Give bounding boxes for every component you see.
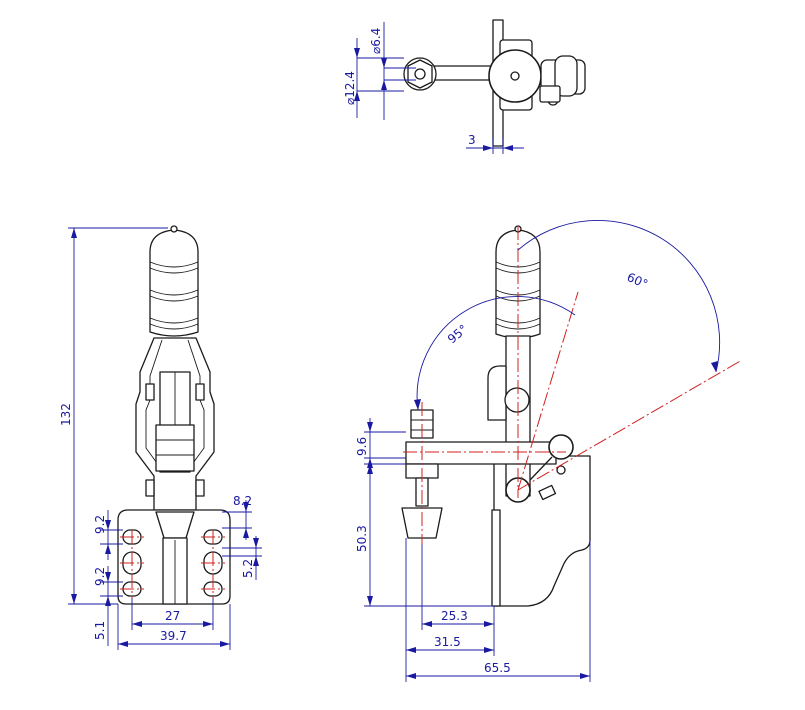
dim-base-thickness: 5.1 <box>93 621 107 640</box>
front-view-centerlines <box>120 530 225 598</box>
dim-dia-6-4: ⌀6.4 <box>369 28 383 54</box>
side-view: 95° 60° 9.6 50.3 25.3 <box>355 220 743 682</box>
dim-base-width: 39.7 <box>160 629 187 643</box>
side-view-clamp-outline <box>401 225 591 607</box>
front-view-clamp-outline <box>117 225 231 605</box>
dim-angle-open: 95° <box>445 322 470 346</box>
front-view-dimensions: 132 9.2 9.2 5.1 8.2 <box>59 227 262 650</box>
dim-slot-vertical-1: 9.2 <box>93 515 107 534</box>
dim-slot-gap: 5.2 <box>241 559 255 578</box>
dim-slot-width: 8.2 <box>233 494 252 508</box>
top-view-clamp-outline <box>403 19 586 147</box>
dim-angle-handle: 60° <box>625 270 650 291</box>
dim-overall-height: 132 <box>59 403 73 426</box>
dim-hole-spacing: 27 <box>165 609 180 623</box>
top-view-dimensions: ⌀6.4 ⌀12.4 3 <box>343 22 524 154</box>
dim-reach-2: 31.5 <box>434 635 461 649</box>
dim-dia-12-4: ⌀12.4 <box>343 71 357 105</box>
dim-bar-height: 9.6 <box>355 437 369 456</box>
front-view: 132 9.2 9.2 5.1 8.2 <box>59 225 262 650</box>
side-view-centerlines <box>403 226 743 544</box>
dim-reach-1: 25.3 <box>441 609 468 623</box>
dim-slot-vertical-2: 9.2 <box>93 567 107 586</box>
top-view: ⌀6.4 ⌀12.4 3 <box>343 19 586 154</box>
dim-thickness-3: 3 <box>468 133 476 147</box>
dim-spindle-height: 50.3 <box>355 525 369 552</box>
dim-overall-length: 65.5 <box>484 661 511 675</box>
